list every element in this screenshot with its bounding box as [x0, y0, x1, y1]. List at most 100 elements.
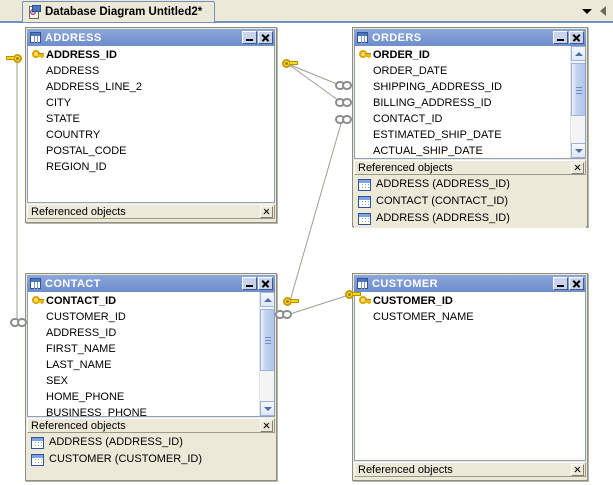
- relationship-fk-endpoint-orders-contact[interactable]: [335, 115, 353, 124]
- primary-key-icon: [31, 48, 46, 62]
- referenced-objects-list[interactable]: ADDRESS (ADDRESS_ID) CONTACT (CONTACT_ID…: [354, 175, 586, 228]
- table-node-customer[interactable]: CUSTOMER CUSTOMER_ID CUSTOMER_NAME: [352, 273, 588, 481]
- scrollbar-thumb[interactable]: [571, 63, 585, 116]
- table-title-bar-customer[interactable]: CUSTOMER: [354, 275, 586, 292]
- minimize-button[interactable]: [553, 31, 568, 44]
- table-reference-icon: [358, 195, 371, 208]
- list-item[interactable]: ADDRESS (ADDRESS_ID): [354, 210, 586, 227]
- column-row[interactable]: LAST_NAME: [28, 357, 258, 373]
- close-button[interactable]: [258, 277, 273, 290]
- relationship-key-endpoint-contact-right[interactable]: [283, 296, 299, 307]
- column-row[interactable]: CUSTOMER_NAME: [355, 309, 585, 325]
- referenced-objects-bar[interactable]: Referenced objects: [354, 462, 586, 477]
- table-title-bar-orders[interactable]: ORDERS: [354, 29, 586, 46]
- column-row[interactable]: CUSTOMER_ID: [28, 309, 258, 325]
- scroll-up-arrow[interactable]: [571, 46, 585, 61]
- column-list-address[interactable]: ADDRESS_ID ADDRESS ADDRESS_LINE_2 CITY: [27, 46, 275, 203]
- column-row[interactable]: ADDRESS_ID: [28, 47, 274, 63]
- column-list-contact[interactable]: CONTACT_ID CUSTOMER_ID ADDRESS_ID FIRST_…: [27, 292, 275, 417]
- close-icon[interactable]: [571, 463, 584, 476]
- column-row[interactable]: CONTACT_ID: [28, 293, 258, 309]
- list-item[interactable]: CONTACT (CONTACT_ID): [354, 193, 586, 210]
- column-row[interactable]: CUSTOMER_ID: [355, 293, 585, 309]
- close-button[interactable]: [258, 31, 273, 44]
- primary-key-icon: [358, 48, 373, 62]
- column-row[interactable]: REGION_ID: [28, 159, 274, 175]
- column-row[interactable]: ACTUAL_SHIP_DATE: [355, 143, 569, 158]
- table-name-label: ADDRESS: [45, 31, 102, 44]
- scrollbar-thumb[interactable]: [260, 309, 274, 371]
- table-node-address[interactable]: ADDRESS ADDRESS_ID ADDRESS: [25, 27, 277, 223]
- vertical-scrollbar[interactable]: [570, 46, 585, 158]
- column-row[interactable]: FIRST_NAME: [28, 341, 258, 357]
- scroll-up-arrow[interactable]: [260, 292, 274, 307]
- column-row[interactable]: ESTIMATED_SHIP_DATE: [355, 127, 569, 143]
- close-button[interactable]: [569, 31, 584, 44]
- referenced-objects-list[interactable]: ADDRESS (ADDRESS_ID) CUSTOMER (CUSTOMER_…: [27, 433, 275, 469]
- table-reference-icon: [31, 453, 44, 466]
- table-reference-icon: [358, 178, 371, 191]
- relationship-fk-endpoint-contact-address[interactable]: [10, 318, 28, 327]
- list-item[interactable]: ADDRESS (ADDRESS_ID): [354, 176, 586, 193]
- referenced-objects-bar[interactable]: Referenced objects: [354, 160, 586, 175]
- primary-key-icon: [31, 294, 46, 308]
- referenced-objects-bar[interactable]: Referenced objects: [27, 418, 275, 433]
- column-row[interactable]: STATE: [28, 111, 274, 127]
- scroll-down-arrow[interactable]: [260, 401, 274, 416]
- column-list-customer[interactable]: CUSTOMER_ID CUSTOMER_NAME: [354, 292, 586, 461]
- relationship-key-endpoint-address-right[interactable]: [282, 58, 298, 69]
- column-list-orders[interactable]: ORDER_ID ORDER_DATE SHIPPING_ADDRESS_ID …: [354, 46, 586, 159]
- diagram-canvas[interactable]: ADDRESS ADDRESS_ID ADDRESS: [0, 23, 613, 485]
- column-name: SHIPPING_ADDRESS_ID: [373, 81, 502, 93]
- relationship-fk-endpoint-orders-billing-address[interactable]: [335, 98, 353, 107]
- close-button[interactable]: [569, 277, 584, 290]
- column-row[interactable]: POSTAL_CODE: [28, 143, 274, 159]
- column-row[interactable]: CITY: [28, 95, 274, 111]
- close-icon[interactable]: [260, 419, 273, 432]
- column-row[interactable]: SHIPPING_ADDRESS_ID: [355, 79, 569, 95]
- column-row[interactable]: BUSINESS_PHONE: [28, 405, 258, 416]
- table-icon: [30, 32, 41, 43]
- list-item[interactable]: ADDRESS (ADDRESS_ID): [27, 434, 275, 451]
- list-item[interactable]: CUSTOMER (CUSTOMER_ID): [27, 451, 275, 468]
- minimize-button[interactable]: [553, 277, 568, 290]
- chevron-down-icon[interactable]: [580, 5, 593, 18]
- column-rows: CONTACT_ID CUSTOMER_ID ADDRESS_ID FIRST_…: [28, 292, 258, 416]
- relationship-fk-endpoint-contact-customer[interactable]: [275, 310, 293, 319]
- table-node-contact[interactable]: CONTACT CONTACT_ID CUSTOMER_ID: [25, 273, 277, 481]
- vertical-scrollbar[interactable]: [259, 292, 274, 416]
- tab-database-diagram[interactable]: Database Diagram Untitled2*: [15, 1, 216, 22]
- column-name: CONTACT_ID: [46, 295, 117, 307]
- column-row[interactable]: ORDER_DATE: [355, 63, 569, 79]
- table-title-bar-contact[interactable]: CONTACT: [27, 275, 275, 292]
- column-name: FIRST_NAME: [46, 343, 116, 355]
- column-row[interactable]: ADDRESS: [28, 63, 274, 79]
- referenced-object-label: ADDRESS (ADDRESS_ID): [376, 212, 510, 224]
- referenced-object-label: CONTACT (CONTACT_ID): [376, 195, 508, 207]
- minimize-button[interactable]: [242, 31, 257, 44]
- table-title-bar-address[interactable]: ADDRESS: [27, 29, 275, 46]
- column-name: CUSTOMER_ID: [46, 311, 126, 323]
- scroll-down-arrow[interactable]: [571, 143, 585, 158]
- scroll-left-icon[interactable]: [596, 4, 609, 18]
- column-row[interactable]: CONTACT_ID: [355, 111, 569, 127]
- column-row[interactable]: COUNTRY: [28, 127, 274, 143]
- tab-strip-underline: [0, 21, 613, 23]
- column-row[interactable]: BILLING_ADDRESS_ID: [355, 95, 569, 111]
- column-row[interactable]: ORDER_ID: [355, 47, 569, 63]
- column-row[interactable]: ADDRESS_LINE_2: [28, 79, 274, 95]
- relationship-key-endpoint-address-left[interactable]: [6, 53, 22, 64]
- relationship-key-endpoint-customer-left[interactable]: [345, 289, 361, 300]
- column-row[interactable]: HOME_PHONE: [28, 389, 258, 405]
- column-row[interactable]: SEX: [28, 373, 258, 389]
- column-name: COUNTRY: [46, 129, 101, 141]
- minimize-button[interactable]: [242, 277, 257, 290]
- column-rows: CUSTOMER_ID CUSTOMER_NAME: [355, 292, 585, 325]
- relationship-fk-endpoint-orders-shipping-address[interactable]: [335, 81, 353, 90]
- close-icon[interactable]: [260, 205, 273, 218]
- column-row[interactable]: ADDRESS_ID: [28, 325, 258, 341]
- close-icon[interactable]: [571, 161, 584, 174]
- referenced-objects-bar[interactable]: Referenced objects: [27, 204, 275, 219]
- table-node-orders[interactable]: ORDERS ORDER_ID ORDER_DATE: [352, 27, 588, 228]
